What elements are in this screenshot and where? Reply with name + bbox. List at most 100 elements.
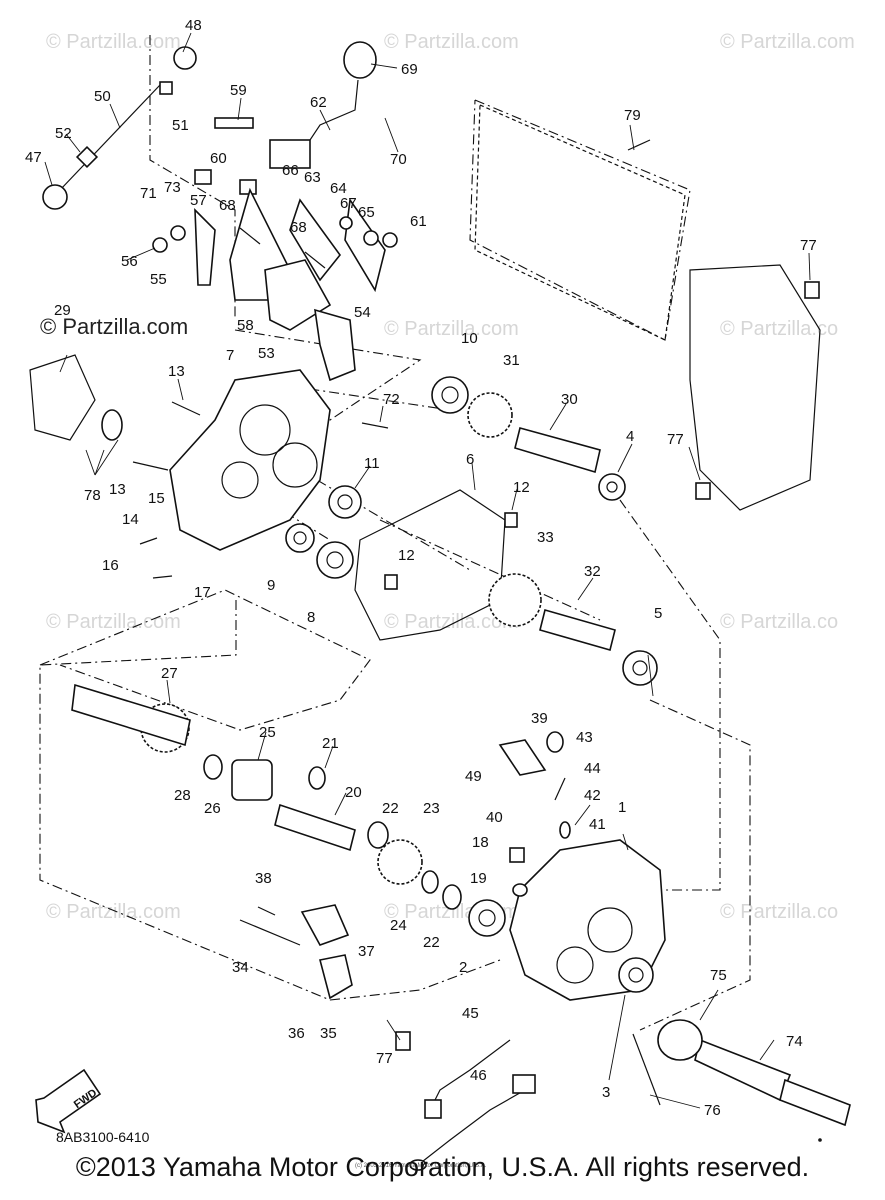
diagram-code: 8AB3100-6410 <box>56 1129 150 1145</box>
copyright-notice: ©2013 Yamaha Motor Corporation, U.S.A. A… <box>75 1152 810 1182</box>
callout-number: 45 <box>462 1005 479 1022</box>
watermark: © Partzilla.com <box>46 901 181 923</box>
bearing-part <box>316 541 354 579</box>
callout-number: 40 <box>486 809 503 826</box>
rod-end-part <box>42 184 68 210</box>
callout-number: 71 <box>140 185 157 202</box>
callout-number: 29 <box>54 302 71 319</box>
callout-number: 4 <box>626 428 634 445</box>
callout-number: 1 <box>618 799 626 816</box>
output-shaft-part <box>779 1078 851 1127</box>
parts-illustration <box>29 41 851 1171</box>
callout-number: 42 <box>584 787 601 804</box>
callout-number: 68 <box>219 197 236 214</box>
shaft-part <box>274 803 356 852</box>
callout-number: 28 <box>174 787 191 804</box>
callout-number: 48 <box>185 17 202 34</box>
callout-number: 65 <box>358 204 375 221</box>
callout-number: 13 <box>168 363 185 380</box>
bearing-part <box>618 957 654 993</box>
bearing-part <box>622 650 658 686</box>
watermark: © Partzilla.com <box>384 611 519 633</box>
callout-number: 68 <box>290 219 307 236</box>
callout-number: 17 <box>194 584 211 601</box>
callout-number: 78 <box>84 487 101 504</box>
callout-number: 73 <box>164 179 181 196</box>
output-shaft-part <box>694 1038 792 1102</box>
leader-lines <box>44 32 811 1109</box>
collar-part <box>239 179 257 195</box>
nut-part <box>159 81 173 95</box>
shift-shaft-part <box>239 919 301 946</box>
watermark: © Partzilla.com <box>384 318 519 340</box>
watermark: © Partzilla.com <box>46 31 181 53</box>
rod-end-part <box>173 46 197 70</box>
watermark: © Partzilla.co <box>720 901 838 923</box>
shaft-part <box>514 427 601 474</box>
callout-number: 12 <box>513 479 530 496</box>
watermark: © Partzilla.com <box>384 31 519 53</box>
callout-number: 52 <box>55 125 72 142</box>
callout-number: 41 <box>589 816 606 833</box>
callout-number: 20 <box>345 784 362 801</box>
callout-number: 6 <box>466 451 474 468</box>
callout-number: 15 <box>148 490 165 507</box>
callout-number: 37 <box>358 943 375 960</box>
callout-number: 47 <box>25 149 42 166</box>
callout-number: 43 <box>576 729 593 746</box>
callout-number: 63 <box>304 169 321 186</box>
dowel-part <box>504 512 518 528</box>
callout-number: 79 <box>624 107 641 124</box>
callout-number: 9 <box>267 577 275 594</box>
callout-number: 77 <box>376 1050 393 1067</box>
callout-number: 66 <box>282 162 299 179</box>
gasket-part <box>354 489 506 641</box>
callout-number: 77 <box>667 431 684 448</box>
callout-number: 76 <box>704 1102 721 1119</box>
callout-number: 24 <box>390 917 407 934</box>
callout-number: 56 <box>121 253 138 270</box>
callout-number: 13 <box>109 481 126 498</box>
callout-number: 46 <box>470 1067 487 1084</box>
callout-number: 21 <box>322 735 339 752</box>
callout-number: 26 <box>204 800 221 817</box>
callout-number: 44 <box>584 760 601 777</box>
dowel-part <box>395 1031 411 1051</box>
gear-part <box>377 839 423 885</box>
watermark: © Partzilla.com <box>46 611 181 633</box>
callout-number: 19 <box>470 870 487 887</box>
callout-number: 10 <box>461 330 478 347</box>
callout-number: 22 <box>423 934 440 951</box>
right-case-part <box>509 839 666 1001</box>
shaft-part <box>539 609 616 651</box>
callout-layer: 48 69 50 59 62 51 79 52 70 47 60 66 63 6… <box>25 17 817 1119</box>
callout-number: 34 <box>232 959 249 976</box>
callout-number: 61 <box>410 213 427 230</box>
gear-part <box>488 573 542 627</box>
callout-number: 62 <box>310 94 327 111</box>
callout-number: 35 <box>320 1025 337 1042</box>
gear-part <box>467 392 513 438</box>
callout-number: 31 <box>503 352 520 369</box>
callout-number: 39 <box>531 710 548 727</box>
shift-fork-part <box>319 954 353 1000</box>
callout-number: 11 <box>364 455 380 472</box>
gasket-part <box>689 264 821 511</box>
callout-number: 7 <box>226 347 234 364</box>
callout-number: 2 <box>459 959 467 976</box>
main-shaft-part <box>71 683 191 747</box>
small-copyright: (c) 2005-2016 Yamaha Motor Corporation, … <box>355 1163 487 1169</box>
callout-number: 51 <box>172 117 189 134</box>
callout-number: 23 <box>423 800 440 817</box>
callout-number: 55 <box>150 271 167 288</box>
linkage-plate-part <box>194 207 216 286</box>
linkage-plate-part <box>289 198 342 282</box>
callout-number: 60 <box>210 150 227 167</box>
bearing-part <box>468 899 506 937</box>
callout-number: 8 <box>307 609 315 626</box>
bracket-part <box>314 308 356 382</box>
callout-number: 30 <box>561 391 578 408</box>
watermark-layer: © Partzilla.com © Partzilla.com © Partzi… <box>40 31 855 923</box>
callout-number: 67 <box>340 195 357 212</box>
